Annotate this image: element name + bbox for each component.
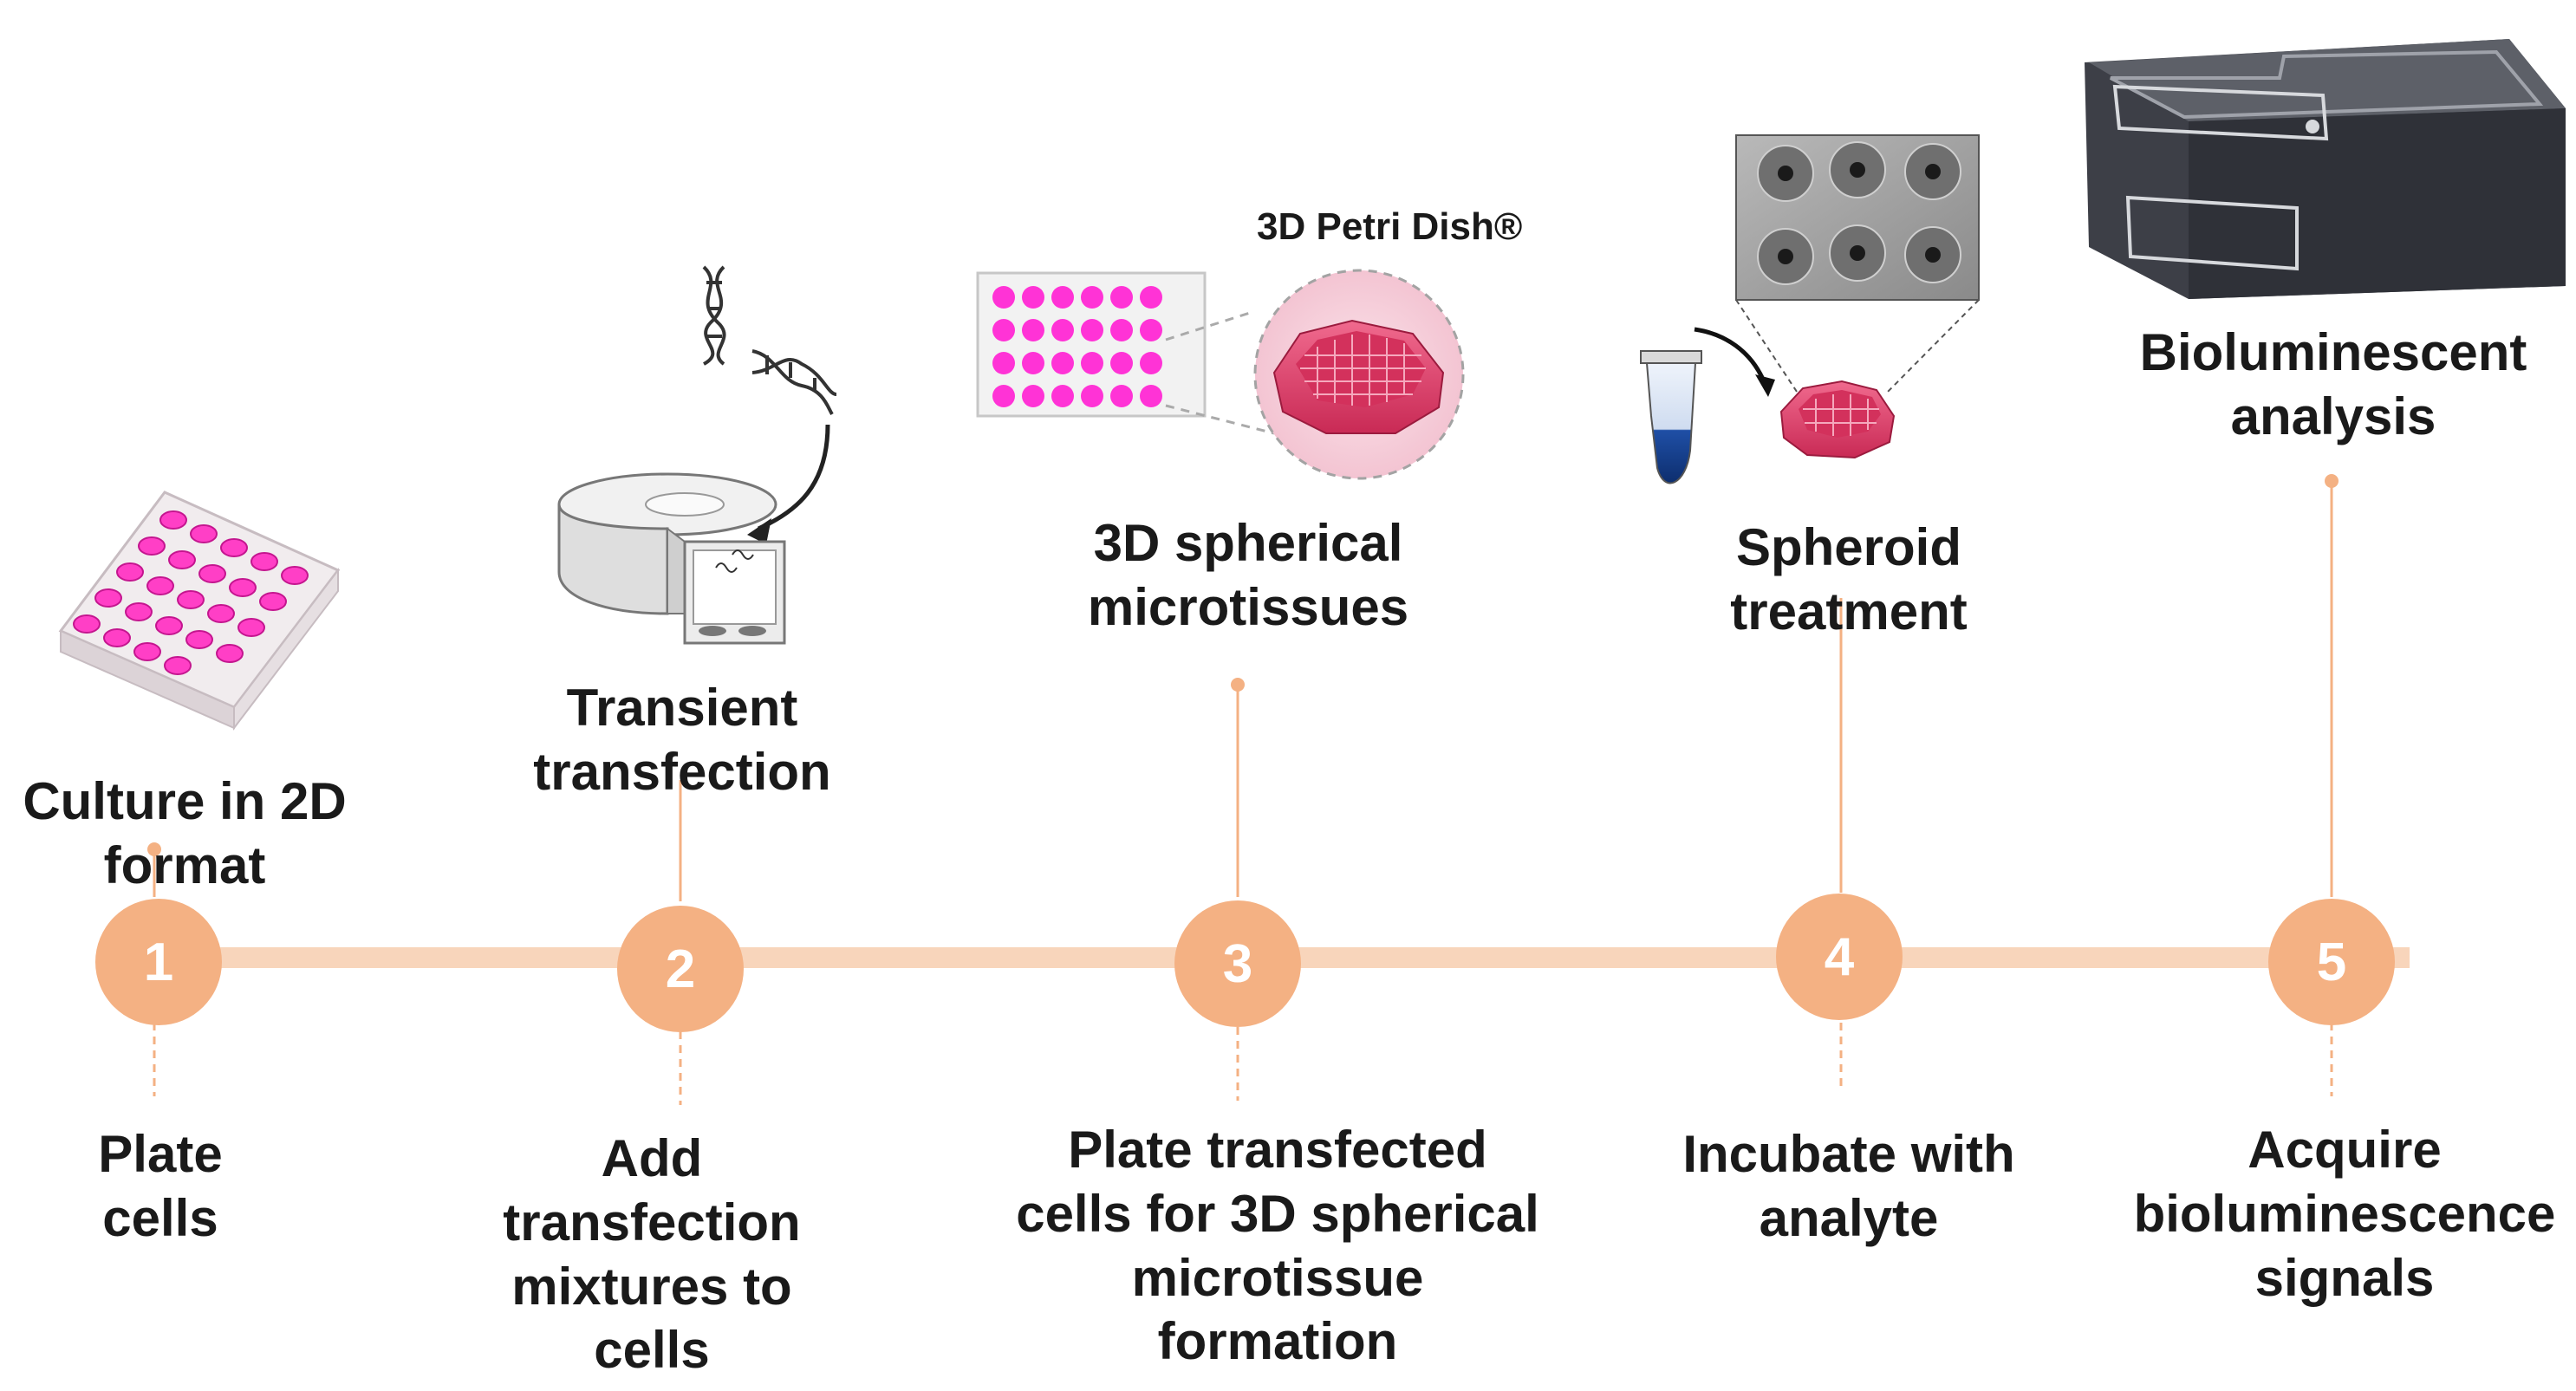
step-4-top-label: Spheroid treatment: [1730, 516, 1967, 644]
petri-dish-3d-icon: [976, 269, 1465, 480]
label-line: Plate transfected: [1068, 1121, 1487, 1179]
label-line: format: [103, 835, 266, 894]
petri-dish-caption: 3D Petri Dish®: [1257, 205, 1523, 248]
transfection-insert-icon: [557, 472, 786, 645]
label-line: transfection: [533, 742, 831, 801]
label-line: Plate: [98, 1125, 223, 1183]
step-5-bottom-label: Acquire bioluminescence signals: [2134, 1118, 2556, 1310]
label-line: transfection: [503, 1193, 801, 1251]
label-line: Acquire: [2247, 1121, 2442, 1179]
label-line: bioluminescence: [2133, 1184, 2556, 1243]
step-1-bottom-label: Plate cells: [98, 1122, 222, 1251]
label-line: treatment: [1730, 582, 1968, 640]
label-line: Transient: [566, 679, 798, 737]
spheroid-treatment-icon: [1640, 134, 1980, 484]
label-line: analysis: [2230, 387, 2436, 445]
label-line: cells for 3D spherical: [1016, 1184, 1539, 1243]
arrow-icon: [757, 424, 830, 531]
label-line: Incubate with: [1682, 1125, 2015, 1183]
step-2-bottom-label: Add transfection mixtures to cells: [503, 1127, 800, 1382]
label-line: cells: [594, 1321, 710, 1380]
well-plate-icon: [58, 491, 341, 731]
step-5-badge: 5: [2268, 899, 2395, 1025]
dna-icon: [702, 265, 837, 416]
label-line: microtissues: [1087, 577, 1409, 636]
connector-dots: [147, 474, 2339, 856]
step-3-bottom-label: Plate transfected cells for 3D spherical…: [1016, 1118, 1539, 1374]
label-line: Culture in 2D: [23, 772, 347, 830]
label-line: mixtures to: [511, 1257, 792, 1316]
label-line: analyte: [1759, 1188, 1939, 1247]
step-3-badge: 3: [1174, 900, 1301, 1027]
label-line: Add: [601, 1129, 703, 1187]
step-1-badge: 1: [95, 899, 222, 1025]
label-line: Bioluminescent: [2139, 323, 2527, 381]
label-line: cells: [102, 1188, 218, 1247]
label-line: formation: [1157, 1312, 1398, 1371]
upward-connectors: [153, 481, 2333, 901]
step-5-top-label: Bioluminescent analysis: [2140, 321, 2527, 449]
step-3-top-label: 3D spherical microtissues: [1088, 511, 1408, 640]
label-line: Spheroid: [1735, 518, 1961, 576]
label-line: 3D spherical: [1093, 514, 1403, 572]
downward-connectors: [153, 1023, 2333, 1105]
luminometer-icon: [2085, 39, 2566, 299]
label-line: microtissue: [1131, 1248, 1424, 1307]
step-2-top-label: Transient transfection: [533, 676, 830, 804]
step-2-badge: 2: [617, 906, 744, 1032]
step-1-top-label: Culture in 2D format: [23, 770, 346, 898]
step-4-bottom-label: Incubate with analyte: [1682, 1122, 2014, 1251]
step-4-badge: 4: [1776, 894, 1903, 1020]
label-line: signals: [2254, 1248, 2435, 1307]
